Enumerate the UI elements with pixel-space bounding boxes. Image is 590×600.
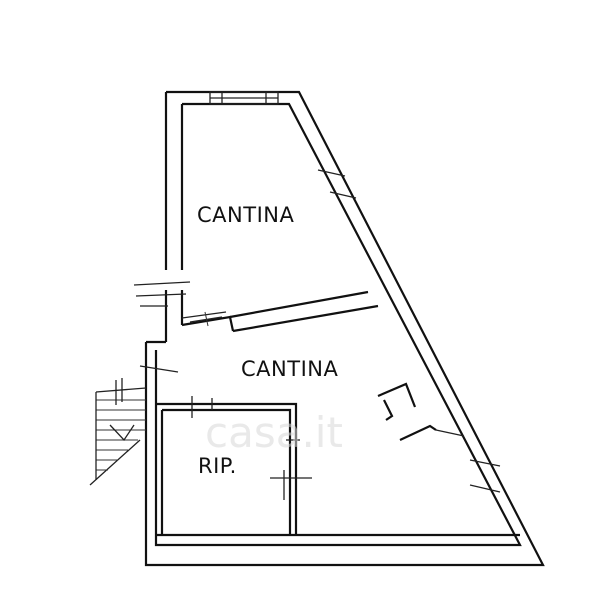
wall-niche xyxy=(377,382,437,441)
left-door xyxy=(133,281,191,373)
room-label-storage: RIP. xyxy=(198,454,237,478)
watermark: casa.it xyxy=(205,408,343,457)
room-label-lower-cellar: CANTINA xyxy=(241,357,339,381)
top-window xyxy=(209,91,279,105)
outer-walls xyxy=(144,90,545,567)
middle-wall xyxy=(181,290,379,333)
staircase xyxy=(89,378,147,486)
right-wall-openings xyxy=(317,169,501,493)
room-label-upper-cellar: CANTINA xyxy=(197,203,295,227)
storage-room-walls xyxy=(156,396,520,537)
